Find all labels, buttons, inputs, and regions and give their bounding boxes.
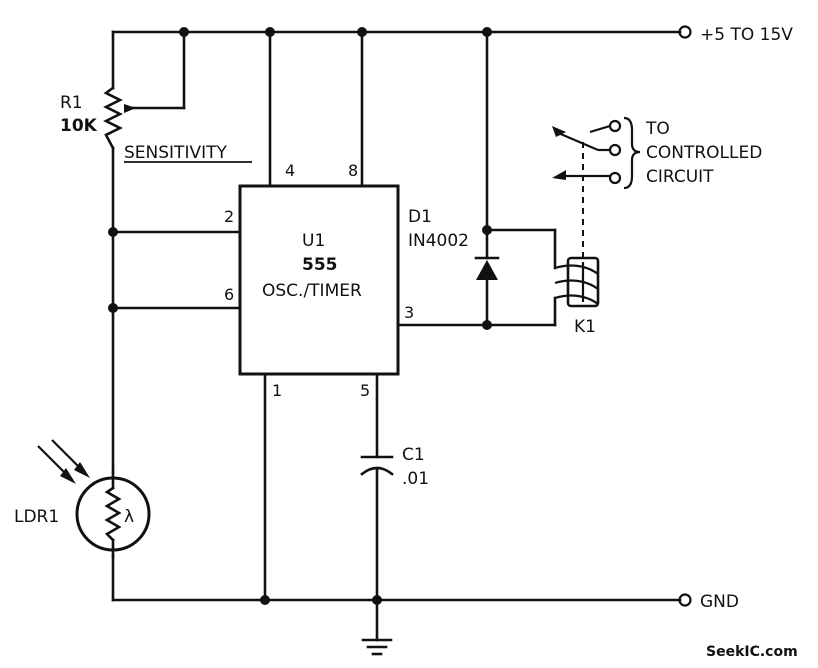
pin-1-label: 1: [272, 381, 282, 400]
junction-dot: [482, 27, 492, 37]
u1-555-body: [238, 184, 400, 376]
ldr1-symbol: λ: [124, 507, 134, 527]
output-line-3: CIRCUIT: [646, 167, 714, 187]
pin-5-label: 5: [360, 381, 370, 400]
c1-ref: C1: [402, 445, 425, 465]
pin-3-label: 3: [404, 303, 414, 322]
k1-ref: K1: [574, 317, 596, 337]
contact-terminal: [608, 171, 622, 185]
ldr1-ref: LDR1: [14, 507, 59, 527]
brace-icon: [623, 116, 641, 190]
junction-dot: [260, 595, 270, 605]
junction-dot: [372, 595, 382, 605]
k1-relay-coil: [554, 256, 600, 308]
junction-dot: [108, 303, 118, 313]
pin-6-label: 6: [224, 285, 234, 304]
earth-ground-icon: [361, 638, 393, 656]
output-line-2: CONTROLLED: [646, 143, 762, 163]
wiper-arrow-icon: [124, 104, 136, 113]
ldr1-photoresistor: [37, 439, 151, 558]
supply-label: +5 TO 15V: [700, 25, 793, 45]
junction-dot: [482, 320, 492, 330]
relay-contacts: [552, 116, 641, 258]
r1-ref: R1: [60, 93, 83, 113]
r1-value: 10K: [60, 116, 98, 136]
watermark: SeekIC.com: [706, 644, 798, 660]
c1-capacitor: [360, 455, 394, 476]
d1-part: IN4002: [408, 231, 469, 251]
u1-function: OSC./TIMER: [262, 281, 362, 301]
d1-ref: D1: [408, 207, 432, 227]
pin-4-label: 4: [285, 161, 295, 180]
contact-arm-icon: [552, 170, 566, 180]
pin-2-label: 2: [224, 207, 234, 226]
supply-terminal: [678, 25, 692, 39]
junction-dot: [482, 225, 492, 235]
contact-terminal: [608, 143, 622, 157]
contact-arm-icon: [552, 126, 566, 137]
junction-dot: [357, 27, 367, 37]
junction-dots: [108, 27, 492, 605]
pin-8-label: 8: [348, 161, 358, 180]
contact-terminal: [608, 119, 622, 133]
r1-potentiometer: [103, 86, 136, 150]
junction-dot: [265, 27, 275, 37]
u1-ref: U1: [302, 231, 325, 251]
junction-dot: [179, 27, 189, 37]
gnd-label: GND: [700, 592, 739, 612]
c1-value: .01: [402, 469, 429, 489]
d1-diode: [474, 256, 500, 280]
output-line-1: TO: [645, 119, 670, 139]
u1-part: 555: [302, 255, 338, 275]
wires: [111, 30, 682, 642]
ground-terminal: [678, 593, 692, 607]
sensitivity-label: SENSITIVITY: [124, 143, 227, 163]
junction-dot: [108, 227, 118, 237]
